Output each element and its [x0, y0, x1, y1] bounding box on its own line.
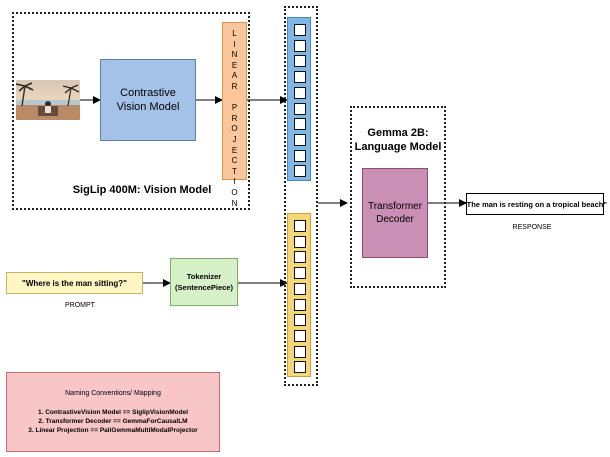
- contrastive-vision-model-box: Contrastive Vision Model: [100, 59, 196, 141]
- text-tokens-column: [287, 213, 311, 377]
- prompt-text: "Where is the man sitting?": [22, 278, 127, 288]
- naming-conventions-title: Naming Conventions/ Mapping: [65, 390, 161, 397]
- projection-letter: R: [231, 81, 238, 91]
- naming-item-3: 3. Linear Projection == PaliGemmaMultiMo…: [28, 427, 198, 434]
- projection-letter: N: [231, 198, 238, 208]
- prompt-box: "Where is the man sitting?": [6, 272, 143, 294]
- projection-letter: O: [231, 124, 238, 134]
- image-token: [294, 71, 306, 84]
- image-token: [294, 102, 306, 115]
- text-token: [294, 361, 306, 374]
- text-token: [294, 235, 306, 248]
- response-box: "The man is resting on a tropical beach": [463, 193, 607, 215]
- text-token: [294, 220, 306, 232]
- text-token: [294, 314, 306, 327]
- projection-letter: R: [231, 113, 238, 123]
- language-model-group: [350, 106, 446, 288]
- naming-item-2: 2. Transformer Decoder == GemmaForCausal…: [38, 418, 188, 425]
- projection-letter: C: [231, 156, 238, 166]
- vision-model-title: SigLip 400M: Vision Model: [72, 184, 212, 196]
- token-sequence-group: [284, 6, 318, 386]
- image-tokens-column: [287, 17, 311, 181]
- projection-letter: P: [231, 103, 238, 113]
- image-token: [294, 118, 306, 131]
- projection-letter: J: [232, 134, 237, 144]
- projection-letter: E: [231, 60, 238, 70]
- image-token: [294, 133, 306, 146]
- language-model-title: Gemma 2B: Language Model: [354, 127, 442, 153]
- naming-item-1: 1. ContrastiveVision Model == SiglipVisi…: [37, 409, 188, 416]
- projection-letter: T: [232, 166, 237, 176]
- image-token: [294, 39, 306, 52]
- text-token: [294, 251, 306, 264]
- vision-model-group: [12, 12, 250, 210]
- projection-letter: I: [233, 39, 236, 49]
- transformer-decoder-box: Transformer Decoder: [362, 168, 428, 258]
- contrastive-vision-model-label: Contrastive Vision Model: [116, 87, 180, 113]
- response-text: "The man is resting on a tropical beach": [463, 199, 607, 209]
- text-token: [294, 345, 306, 358]
- projection-letter: N: [231, 50, 238, 60]
- image-token: [294, 55, 306, 68]
- projection-letter: O: [231, 187, 238, 197]
- image-token: [294, 165, 306, 178]
- image-token: [294, 24, 306, 36]
- text-token: [294, 298, 306, 311]
- prompt-caption: PROMPT: [65, 302, 95, 309]
- text-token: [294, 282, 306, 295]
- response-caption: RESPONSE: [512, 224, 552, 231]
- projection-letter: E: [231, 145, 238, 155]
- naming-conventions-box: Naming Conventions/ Mapping 1. Contrasti…: [6, 372, 220, 452]
- tokenizer-label: Tokenizer (SentencePiece): [175, 272, 233, 292]
- image-token: [294, 149, 306, 162]
- beach-image-icon: [16, 80, 80, 120]
- projection-letter: [233, 93, 235, 104]
- projection-letter: A: [231, 71, 238, 81]
- text-token: [294, 329, 306, 342]
- tokenizer-box: Tokenizer (SentencePiece): [170, 258, 238, 306]
- projection-letter: I: [233, 177, 236, 187]
- text-token: [294, 267, 306, 280]
- transformer-decoder-label: Transformer Decoder: [367, 201, 423, 225]
- projection-letter: L: [232, 29, 237, 38]
- image-token: [294, 86, 306, 99]
